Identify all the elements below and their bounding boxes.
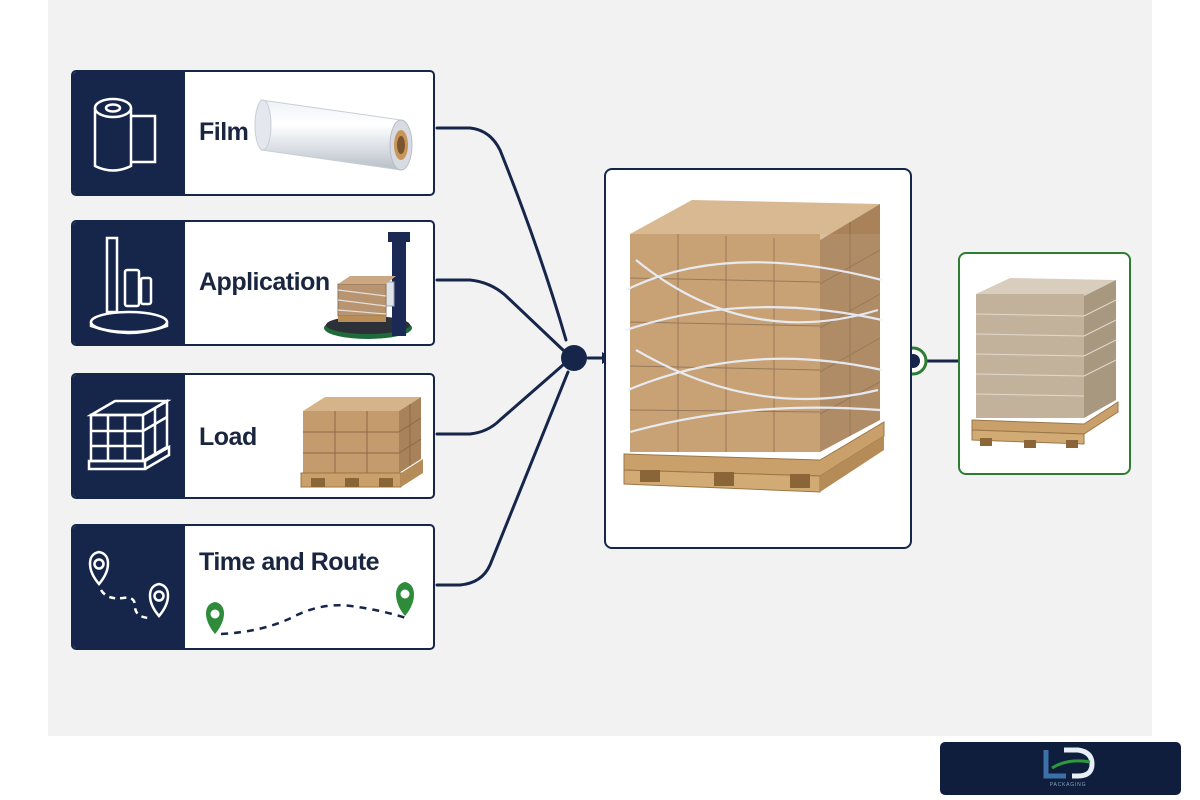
brand-logo-badge: PACKAGING xyxy=(940,742,1181,795)
factor-time-and-route-label: Time and Route xyxy=(199,548,380,576)
factor-film-icon-panel xyxy=(73,72,185,194)
factor-application-icon-panel xyxy=(73,222,185,344)
final-pallet-image xyxy=(971,278,1119,448)
connector-route xyxy=(435,370,570,587)
wrapped-pallet-image xyxy=(623,200,885,493)
stretch-wrapper-icon xyxy=(89,236,169,335)
connector-load xyxy=(435,363,565,436)
route-pins-icon xyxy=(88,550,170,620)
junction-node xyxy=(561,345,587,371)
logo-wordmark: PACKAGING xyxy=(1050,782,1087,788)
factor-route-icon-panel xyxy=(73,526,185,648)
factor-load-label: Load xyxy=(199,423,257,451)
pallet-load-icon xyxy=(86,398,172,471)
brand-logo: PACKAGING xyxy=(1043,747,1095,788)
film-roll-photo xyxy=(254,99,413,171)
factor-load-icon-panel xyxy=(73,375,185,497)
final-pallet-frame xyxy=(958,252,1131,475)
connector-film xyxy=(435,126,568,342)
factor-application-label: Application xyxy=(199,268,330,296)
factor-time-and-route: Time and Route xyxy=(71,524,435,650)
wrapped-pallet-frame xyxy=(604,168,912,549)
load-photo xyxy=(300,397,423,488)
factor-application: Application xyxy=(71,220,435,346)
factor-film-label: Film xyxy=(199,118,249,146)
route-photo xyxy=(206,582,414,636)
stretch-wrapper-photo xyxy=(324,232,412,339)
factor-film: Film xyxy=(71,70,435,196)
factor-load: Load xyxy=(71,373,435,499)
connector-application xyxy=(435,278,565,352)
film-roll-icon xyxy=(93,97,157,172)
